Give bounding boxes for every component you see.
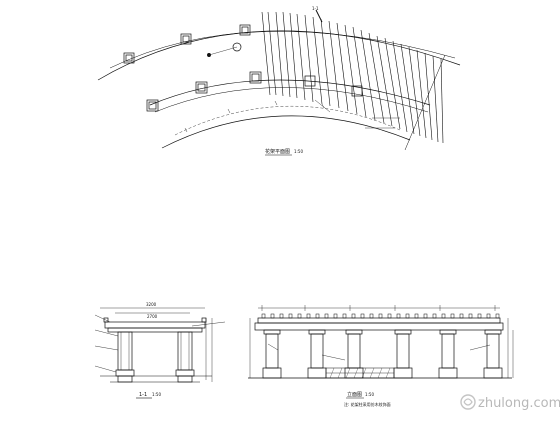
plan-title: 花架平面图 [265,148,290,155]
pergola-plan-view [97,9,461,151]
watermark: zhulong.com [460,394,560,411]
plan-scale: 1:50 [294,149,303,154]
plan-arc-inner [161,115,411,149]
plan-arc-beam-upper [109,31,456,69]
watermark-text: zhulong.com [478,396,560,411]
section-column-right [177,331,193,371]
plan-arc-dim [174,106,401,136]
plan-arc-outer [97,30,461,81]
elevation-scale: 1:50 [365,392,374,397]
zhulong-logo-icon [460,394,476,410]
plan-columns-outer [123,24,251,64]
plan-columns-inner [146,71,363,112]
plan-arc-beam-lower [149,79,431,106]
plan-marker-circle [232,42,242,52]
elevation-title: 立面图 [347,391,362,398]
plan-radial-joists [261,11,444,144]
elevation-title-block: 立面图 1:50 注: 花架柱采用仿木纹饰面 [344,391,391,407]
plan-section-mark: 1-1 [312,6,319,11]
plan-end-line [404,54,446,151]
pergola-section-view [94,307,226,383]
elevation-columns [263,329,502,369]
section-title-block: 1-1 1:50 [136,392,161,399]
section-scale: 1:50 [152,392,161,397]
section-dim-top: 3200 [146,302,157,307]
section-title: 1-1 [139,392,147,398]
plan-title-block: 花架平面图 1:50 [265,148,303,156]
plan-arc-beam-lower-2 [154,87,429,113]
section-column-left [117,331,133,371]
pergola-elevation-view [248,305,514,379]
elevation-note: 注: 花架柱采用仿木纹饰面 [344,401,391,407]
section-dim-inner: 2700 [147,314,158,319]
elevation-joist-ends [261,313,500,319]
